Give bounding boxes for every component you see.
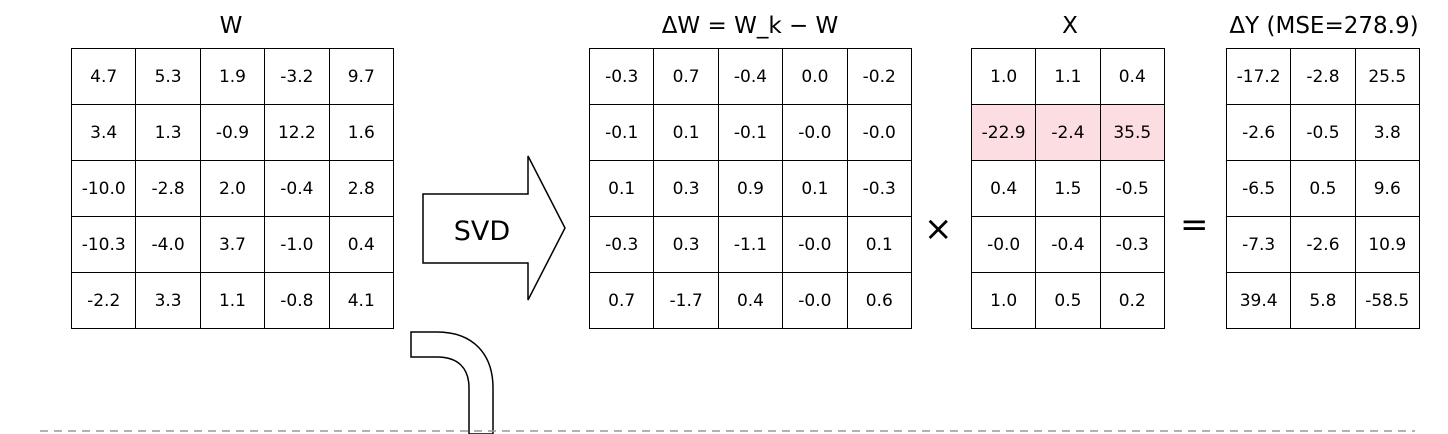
matrix-cell: -0.3: [846, 160, 912, 217]
matrix-cell: -1.0: [264, 216, 330, 273]
matrix-cell: 0.1: [588, 160, 655, 217]
svd-arrow-label: SVD: [454, 216, 510, 247]
matrix-cell: -0.0: [970, 216, 1037, 273]
matrix-row: -0.0-0.4-0.3: [970, 216, 1165, 273]
matrix-cell: -4.0: [135, 216, 201, 273]
matrix-cell: 5.3: [135, 48, 201, 105]
matrix-cell: 0.1: [782, 160, 848, 217]
matrix-cell: -0.9: [199, 104, 266, 161]
matrix-cell: -2.8: [135, 160, 201, 217]
multiply-operator: ×: [924, 209, 953, 249]
matrix-cell: 2.0: [199, 160, 266, 217]
matrix-cell: 0.5: [1290, 160, 1356, 217]
matrix-cell: 0.2: [1099, 272, 1165, 329]
svd-arrow: SVD: [422, 155, 566, 301]
matrix-cell: 3.3: [135, 272, 201, 329]
matrix-cell: 35.5: [1099, 104, 1165, 161]
matrix-x-title: X: [1062, 13, 1078, 39]
matrix-cell: 1.1: [199, 272, 266, 329]
matrix-cell: 10.9: [1354, 216, 1420, 273]
matrix-cell: 0.4: [717, 272, 784, 329]
matrix-cell: -0.3: [1099, 216, 1165, 273]
matrix-cell: 0.9: [717, 160, 784, 217]
matrix-cell: 0.4: [328, 216, 394, 273]
matrix-cell: -0.5: [1290, 104, 1356, 161]
matrix-cell: -1.7: [653, 272, 719, 329]
matrix-cell: -10.3: [70, 216, 137, 273]
matrix-cell: -0.0: [782, 216, 848, 273]
matrix-cell: -0.4: [264, 160, 330, 217]
matrix-cell: -3.2: [264, 48, 330, 105]
matrix-cell: -2.8: [1290, 48, 1356, 105]
matrix-cell: 9.7: [328, 48, 394, 105]
matrix-cell: -2.4: [1035, 104, 1101, 161]
matrix-cell: -0.0: [782, 272, 848, 329]
delta-w-formula: ΔW = W_k − W: [661, 13, 839, 39]
matrix-cell: -0.0: [846, 104, 912, 161]
matrix-cell: 0.7: [653, 48, 719, 105]
matrix-cell: -58.5: [1354, 272, 1420, 329]
matrix-cell: 12.2: [264, 104, 330, 161]
delta-w-title: ΔW = W_k − W: [640, 13, 860, 39]
matrix-cell: -2.6: [1225, 104, 1292, 161]
matrix-cell: 0.5: [1035, 272, 1101, 329]
matrix-cell: 39.4: [1225, 272, 1292, 329]
matrix-cell: 0.1: [846, 216, 912, 273]
matrix-cell: 1.0: [970, 48, 1037, 105]
matrix-cell: -0.0: [782, 104, 848, 161]
equals-operator: =: [1180, 205, 1209, 245]
matrix-cell: -0.1: [717, 104, 784, 161]
delta-y-title: ΔY (MSE=278.9): [1229, 13, 1419, 39]
matrix-cell: -0.5: [1099, 160, 1165, 217]
matrix-cell: -1.1: [717, 216, 784, 273]
curved-down-arrow: [410, 331, 494, 434]
matrix-cell: -0.4: [717, 48, 784, 105]
matrix-cell: 4.1: [328, 272, 394, 329]
matrix-cell: 3.4: [70, 104, 137, 161]
matrix-cell: -2.2: [70, 272, 137, 329]
matrix-cell: -2.6: [1290, 216, 1356, 273]
matrix-cell: 25.5: [1354, 48, 1420, 105]
matrix-cell: -7.3: [1225, 216, 1292, 273]
matrix-cell: -0.4: [1035, 216, 1101, 273]
matrix-cell: 0.6: [846, 272, 912, 329]
matrix-cell: -0.3: [588, 48, 655, 105]
matrix-cell: 2.8: [328, 160, 394, 217]
matrix-w-title: W: [219, 13, 243, 39]
matrix-cell: -22.9: [970, 104, 1037, 161]
matrix-cell: -17.2: [1225, 48, 1292, 105]
